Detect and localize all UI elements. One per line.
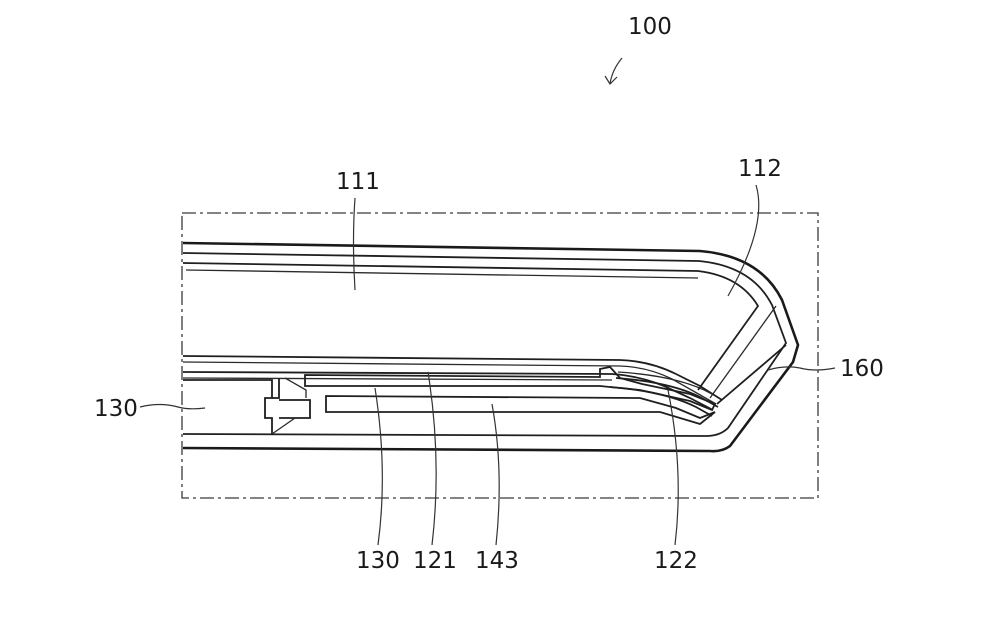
outer-housing xyxy=(182,241,800,453)
leader-lines xyxy=(139,57,836,546)
label-100: 100 xyxy=(628,14,672,40)
display-panel-body xyxy=(182,262,760,391)
label-121: 121 xyxy=(413,548,457,574)
layer-143 xyxy=(325,395,716,425)
block-130-left xyxy=(183,377,311,435)
reference-labels: 100 111 112 130 160 130 121 143 122 xyxy=(94,14,884,574)
label-160: 160 xyxy=(840,356,884,382)
curved-member-122 xyxy=(609,371,719,417)
label-111: 111 xyxy=(336,169,380,195)
label-130-bottom: 130 xyxy=(356,548,400,574)
detail-boundary xyxy=(181,212,819,499)
label-122: 122 xyxy=(654,548,698,574)
label-143: 143 xyxy=(475,548,519,574)
label-112: 112 xyxy=(738,156,782,182)
label-130-left: 130 xyxy=(94,396,138,422)
